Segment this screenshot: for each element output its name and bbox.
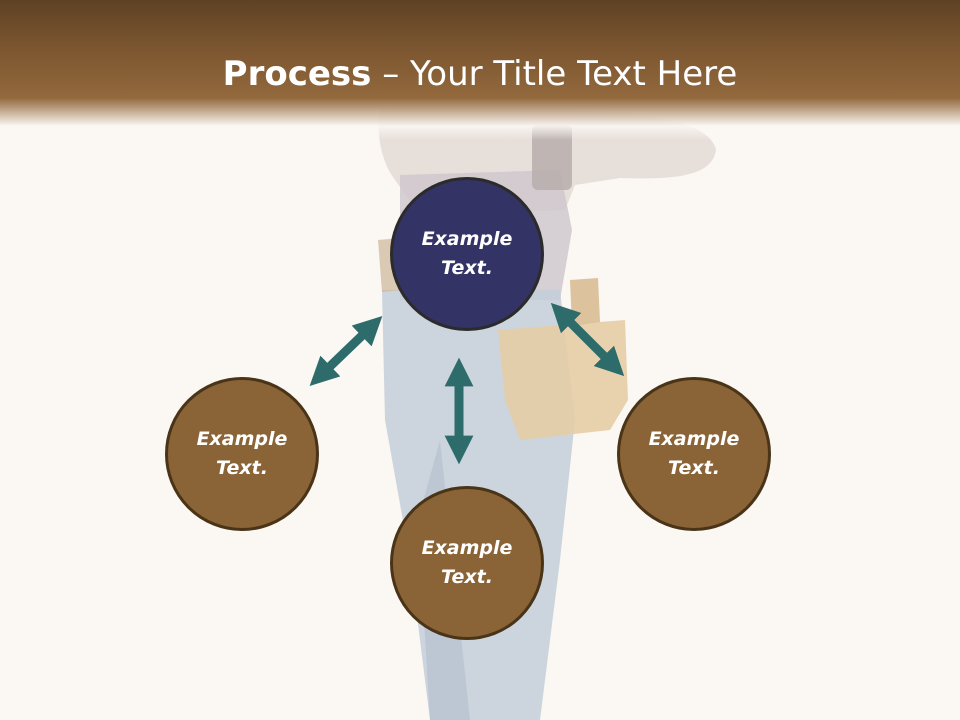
center-node: Example Text. xyxy=(390,177,544,331)
arrow-right-diagonal xyxy=(550,302,625,377)
title-bar xyxy=(0,0,960,140)
title-rest: Your Title Text Here xyxy=(410,54,738,94)
title-separator: – xyxy=(371,54,411,94)
left-node-label: Example Text. xyxy=(196,428,288,479)
title-bold: Process xyxy=(222,54,372,94)
left-node: Example Text. xyxy=(165,377,319,531)
right-node-label: Example Text. xyxy=(648,428,740,479)
bottom-node: Example Text. xyxy=(390,486,544,640)
bottom-node-label: Example Text. xyxy=(421,537,513,588)
arrow-left-diagonal xyxy=(309,316,383,386)
slide-title: Process – Your Title Text Here xyxy=(0,52,960,96)
right-node: Example Text. xyxy=(617,377,771,531)
center-node-label: Example Text. xyxy=(421,228,513,279)
